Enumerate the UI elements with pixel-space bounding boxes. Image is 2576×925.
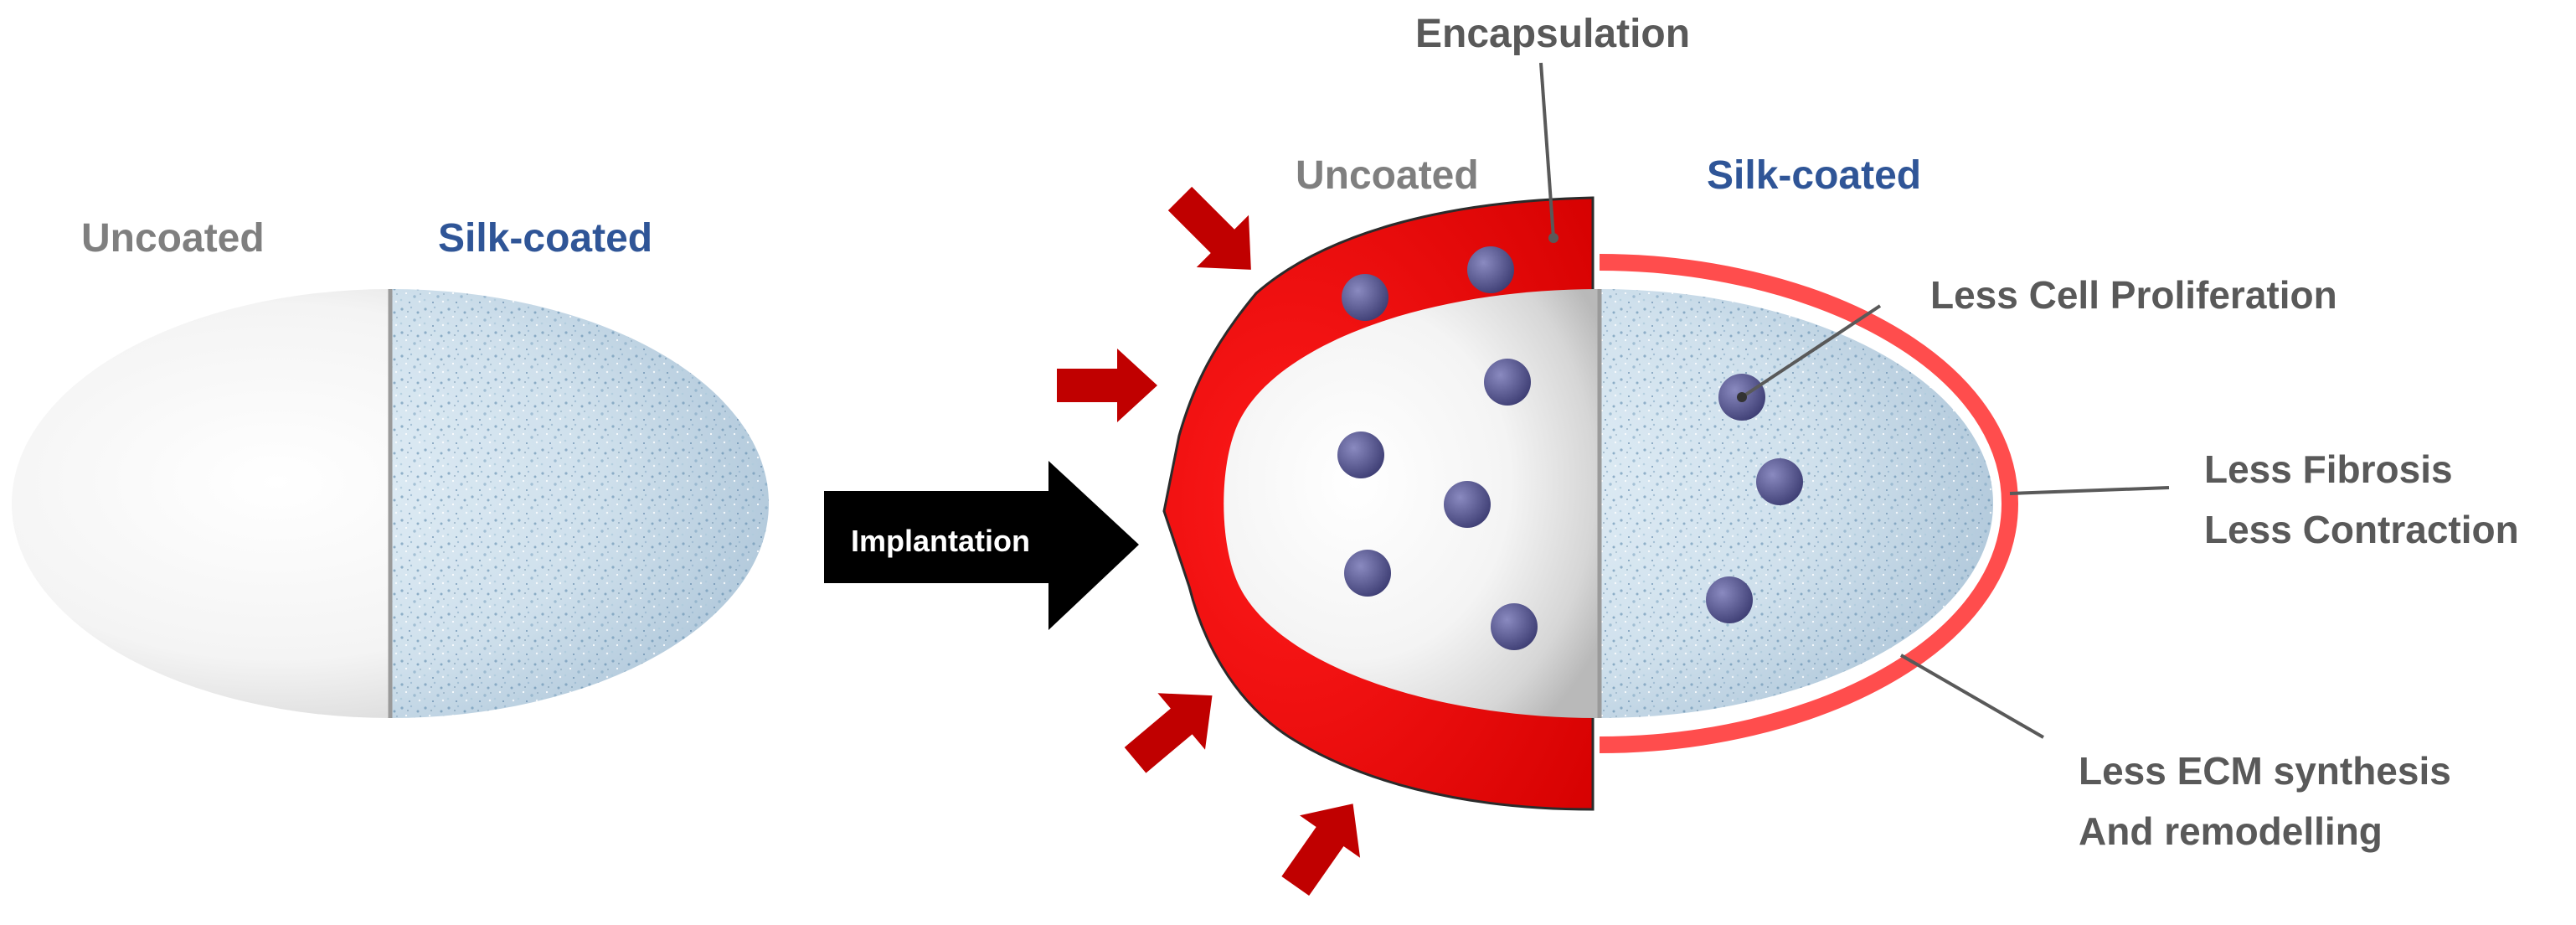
implantation-label: Implantation [851,524,1030,558]
encapsulation-dot [1548,233,1558,243]
left-silk-half [390,289,769,718]
cell [1756,458,1803,505]
right-silk-half [1600,289,1993,718]
right-implant [1162,196,2019,811]
annotation-fibrosis: Less Fibrosis [2204,447,2453,491]
encapsulation-leader [1539,62,1555,239]
right-silk-label: Silk-coated [1707,153,1921,198]
cell [1491,603,1538,650]
pressure-arrow [1124,693,1213,773]
leader-lines [1539,62,2170,739]
left-uncoated-label: Uncoated [81,216,265,261]
fibrosis-leader [2009,486,2170,495]
proliferation-leader [1740,304,1882,399]
pressure-arrow [1057,349,1157,422]
pressure-arrow [1167,186,1251,270]
proliferation-dot [1737,392,1747,402]
encapsulation-label: Encapsulation [1415,12,1690,56]
cell [1467,246,1514,293]
cell [1444,481,1491,528]
pressure-arrow [1281,804,1361,896]
left-implant [12,289,769,718]
cell [1344,550,1391,597]
right-uncoated-label: Uncoated [1296,153,1479,198]
implantation-arrow [824,461,1139,630]
left-silk-label: Silk-coated [438,216,652,261]
cell [1342,274,1388,321]
annotation-proliferation: Less Cell Proliferation [1930,273,2337,317]
annotation-remodelling: And remodelling [2079,809,2383,853]
cell [1706,576,1753,623]
cell [1337,431,1384,478]
annotation-contraction: Less Contraction [2204,508,2519,551]
cell [1484,359,1531,406]
left-uncoated-half [12,289,390,718]
capsule-thin [1599,254,2019,753]
pressure-arrows [1057,186,1361,896]
ecm-leader [1900,654,2044,739]
annotation-ecm-synthesis: Less ECM synthesis [2079,749,2451,793]
